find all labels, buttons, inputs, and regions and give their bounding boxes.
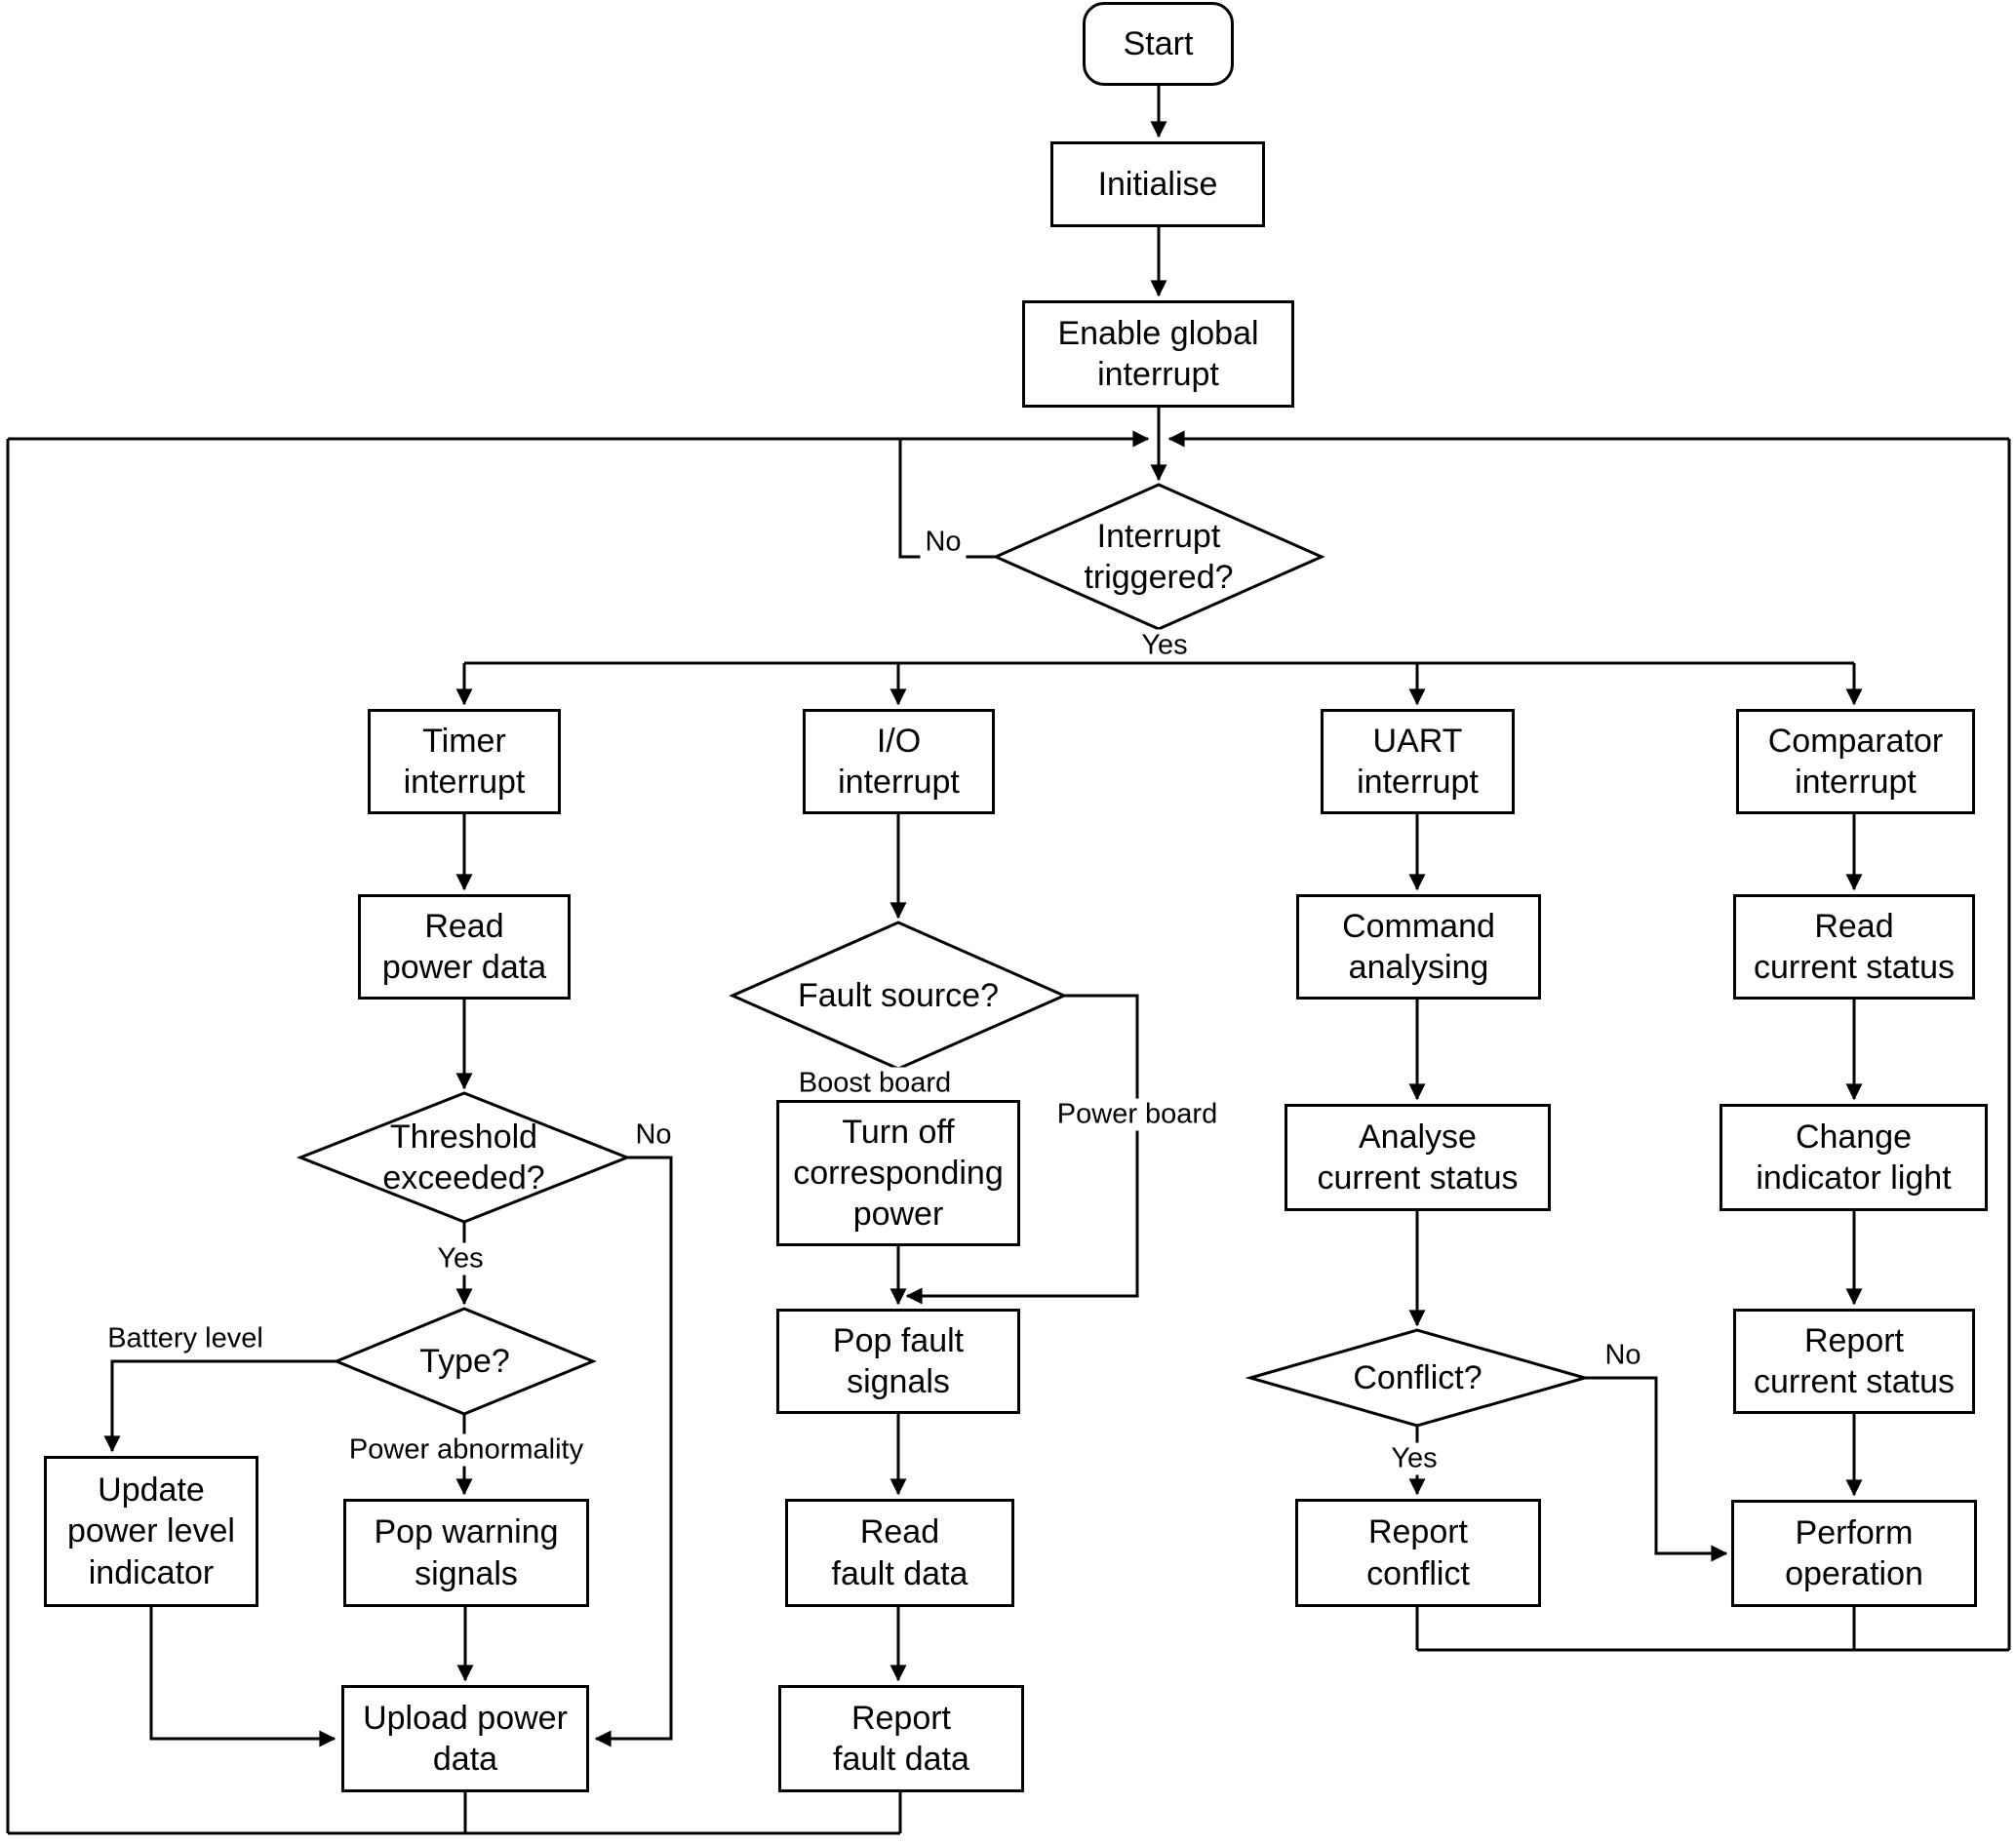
node-read-current-status: Read current status <box>1733 894 1975 1000</box>
threshold-exceeded-diamond <box>296 1091 632 1224</box>
edge-label-power-abnormality: Power abnormality <box>343 1433 589 1467</box>
edge-label-threshold-no: No <box>630 1118 677 1152</box>
node-enable-global-interrupt: Enable global interrupt <box>1022 300 1294 408</box>
node-comparator-interrupt: Comparator interrupt <box>1736 709 1975 814</box>
edge-label-battery-level: Battery level <box>102 1322 268 1355</box>
edge-label-interrupt-yes: Yes <box>1136 629 1193 662</box>
edge-faultsource-powerboard <box>905 994 1139 1305</box>
edge-update-upload <box>149 1607 336 1747</box>
node-start: Start <box>1083 2 1234 86</box>
node-initialise: Initialise <box>1050 141 1265 227</box>
node-report-fault-data: Report fault data <box>778 1685 1024 1792</box>
node-report-current-status: Report current status <box>1733 1309 1975 1414</box>
node-uart-interrupt: UART interrupt <box>1321 709 1515 814</box>
edge-type-battery <box>103 1359 336 1453</box>
node-read-fault-data: Read fault data <box>785 1499 1014 1607</box>
node-perform-operation: Perform operation <box>1731 1500 1977 1607</box>
conflict-diamond <box>1245 1328 1591 1428</box>
node-read-power-data: Read power data <box>358 894 571 1000</box>
edge-threshold-no <box>594 1156 673 1747</box>
node-timer-interrupt: Timer interrupt <box>368 709 561 814</box>
node-turn-off-corresponding-power: Turn off corresponding power <box>776 1100 1020 1246</box>
node-change-indicator-light: Change indicator light <box>1720 1104 1988 1211</box>
node-pop-fault-signals: Pop fault signals <box>776 1309 1020 1414</box>
node-update-power-level-indicator: Update power level indicator <box>44 1456 258 1607</box>
node-upload-power-data: Upload power data <box>341 1685 589 1792</box>
interrupt-triggered-diamond <box>992 483 1325 631</box>
edge-label-interrupt-no: No <box>920 526 967 559</box>
node-io-interrupt: I/O interrupt <box>803 709 995 814</box>
node-pop-warning-signals: Pop warning signals <box>343 1499 589 1607</box>
type-diamond <box>333 1307 597 1416</box>
edge-label-conflict-no: No <box>1600 1339 1646 1372</box>
fault-source-diamond <box>729 921 1068 1071</box>
edge-conflict-no-perform <box>1585 1376 1728 1562</box>
node-command-analysing: Command analysing <box>1296 894 1541 1000</box>
node-report-conflict: Report conflict <box>1295 1499 1541 1607</box>
edge-label-power-board: Power board <box>1051 1098 1223 1131</box>
edge-label-threshold-yes: Yes <box>432 1242 489 1275</box>
edge-label-boost-board: Boost board <box>793 1067 957 1100</box>
edge-label-conflict-yes: Yes <box>1386 1442 1443 1475</box>
node-analyse-current-status: Analyse current status <box>1285 1104 1551 1211</box>
